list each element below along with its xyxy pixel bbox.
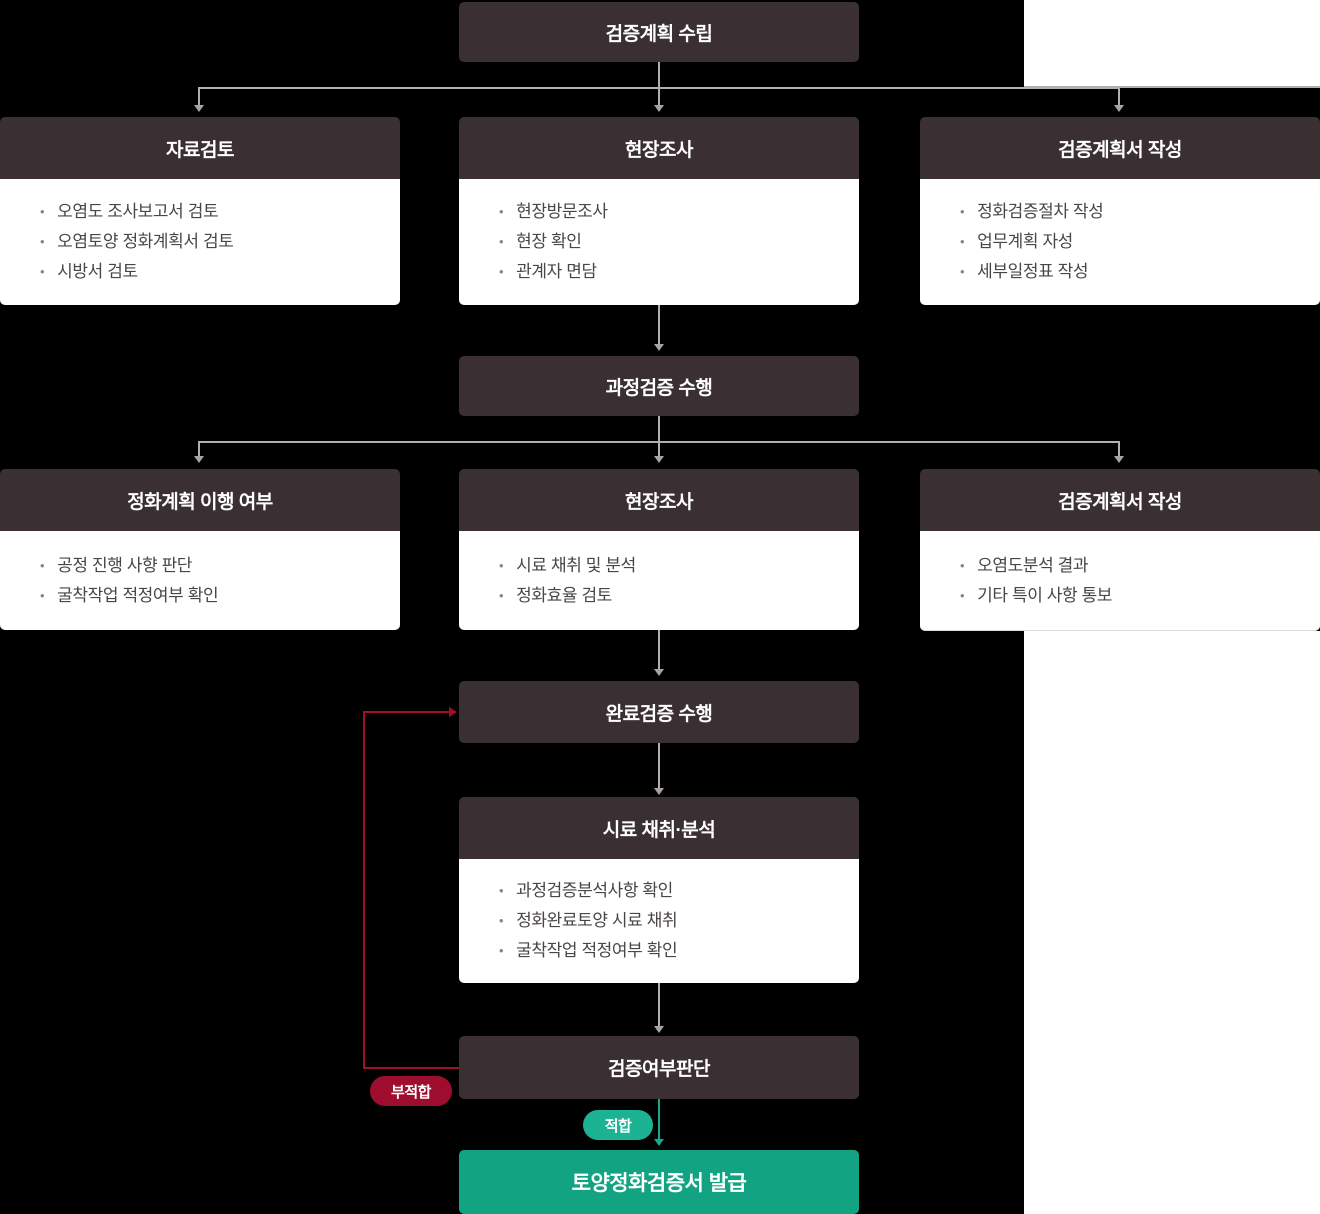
pass-badge-label: 적합 [604,1117,632,1135]
arrow-down-green-icon [654,1139,664,1146]
node-completion-verification-label: 완료검증 수행 [605,703,713,725]
list-item: 오염토양 정화계획서 검토 [40,227,400,257]
connector-line [1118,441,1120,458]
col-site-survey-header: 현장조사 [459,117,859,179]
list-item: 현장 확인 [499,227,859,257]
arrow-down-icon [194,456,204,463]
connector-line [658,62,660,87]
col-title: 검증계획서 작성 [1058,491,1182,513]
node-verification-plan: 검증계획 수립 [459,2,859,62]
pass-badge: 적합 [583,1110,653,1140]
col-plan-doc2-header: 검증계획서 작성 [920,469,1320,531]
col-title: 자료검토 [166,139,234,161]
col-site-survey2-body: 시료 채취 및 분석 정화효율 검토 [459,531,859,630]
background-white-top-right [1024,0,1320,88]
fail-loop-line [363,711,450,713]
list-item: 정화효율 검토 [499,581,859,611]
arrow-right-red-icon [449,707,457,717]
connector-line [658,983,660,1027]
connector-line [198,441,200,458]
fail-loop-line [363,711,365,1069]
arrow-down-icon [194,105,204,112]
list-item: 정화완료토양 시료 채취 [499,906,859,936]
node-judgement: 검증여부판단 [459,1036,859,1099]
node-verification-plan-label: 검증계획 수립 [605,23,713,45]
background-white-bottom-right [1024,631,1320,1214]
list-item: 공정 진행 사향 판단 [40,551,400,581]
connector-line [658,441,660,458]
col-sampling-header: 시료 채취·분석 [459,797,859,859]
list-item: 시료 채취 및 분석 [499,551,859,581]
col-data-review-header: 자료검토 [0,117,400,179]
col-remediation-compliance-header: 정화계획 이행 여부 [0,469,400,531]
list-item: 정화검증절차 작성 [960,197,1320,227]
list-item: 세부일정표 작성 [960,257,1320,287]
col-site-survey-body: 현장방문조사 현장 확인 관계자 면담 [459,179,859,305]
fail-badge-label: 부적합 [391,1083,431,1101]
list-item: 굴착작업 적정여부 확인 [499,936,859,966]
list-item: 업무계획 자성 [960,227,1320,257]
list-item: 오염도 조사보고서 검토 [40,197,400,227]
node-process-verification: 과정검증 수행 [459,356,859,416]
connector-line [198,87,200,107]
list-item: 시방서 검토 [40,257,400,287]
connector-line [658,305,660,346]
list-item: 오염도분석 결과 [960,551,1320,581]
list-item: 현장방문조사 [499,197,859,227]
pass-connector-line [658,1099,660,1140]
connector-line [658,416,660,441]
node-certificate-issue-label: 토양정화검증서 발급 [571,1172,747,1195]
connector-line [1118,87,1120,107]
arrow-down-icon [654,1026,664,1033]
list-item: 관계자 면담 [499,257,859,287]
arrow-down-icon [654,456,664,463]
arrow-down-icon [654,105,664,112]
arrow-down-icon [654,669,664,676]
node-process-verification-label: 과정검증 수행 [605,377,713,399]
node-certificate-issue: 토양정화검증서 발급 [459,1150,859,1214]
col-site-survey2-header: 현장조사 [459,469,859,531]
list-item: 굴착작업 적정여부 확인 [40,581,400,611]
arrow-down-icon [654,344,664,351]
node-completion-verification: 완료검증 수행 [459,681,859,743]
col-title: 검증계획서 작성 [1058,139,1182,161]
col-data-review-body: 오염도 조사보고서 검토 오염토양 정화계획서 검토 시방서 검토 [0,179,400,305]
connector-line [658,743,660,789]
arrow-down-icon [1114,105,1124,112]
arrow-down-icon [1114,456,1124,463]
fail-loop-line [363,1067,459,1069]
col-title: 현장조사 [625,491,693,513]
col-title: 현장조사 [625,139,693,161]
node-judgement-label: 검증여부판단 [608,1059,710,1080]
list-item: 기타 특이 사항 통보 [960,581,1320,611]
arrow-down-icon [654,788,664,795]
col-title: 시료 채취·분석 [602,819,716,841]
col-title: 정화계획 이행 여부 [127,491,273,513]
col-sampling-body: 과정검증분석사항 확인 정화완료토양 시료 채취 굴착작업 적정여부 확인 [459,859,859,983]
list-item: 과정검증분석사항 확인 [499,876,859,906]
col-plan-doc2-body: 오염도분석 결과 기타 특이 사항 통보 [920,531,1320,631]
col-plan-doc-body: 정화검증절차 작성 업무계획 자성 세부일정표 작성 [920,179,1320,305]
connector-line [658,87,660,107]
connector-line [658,630,660,670]
col-remediation-compliance-body: 공정 진행 사향 판단 굴착작업 적정여부 확인 [0,531,400,630]
fail-badge: 부적합 [370,1076,452,1106]
col-plan-doc-header: 검증계획서 작성 [920,117,1320,179]
